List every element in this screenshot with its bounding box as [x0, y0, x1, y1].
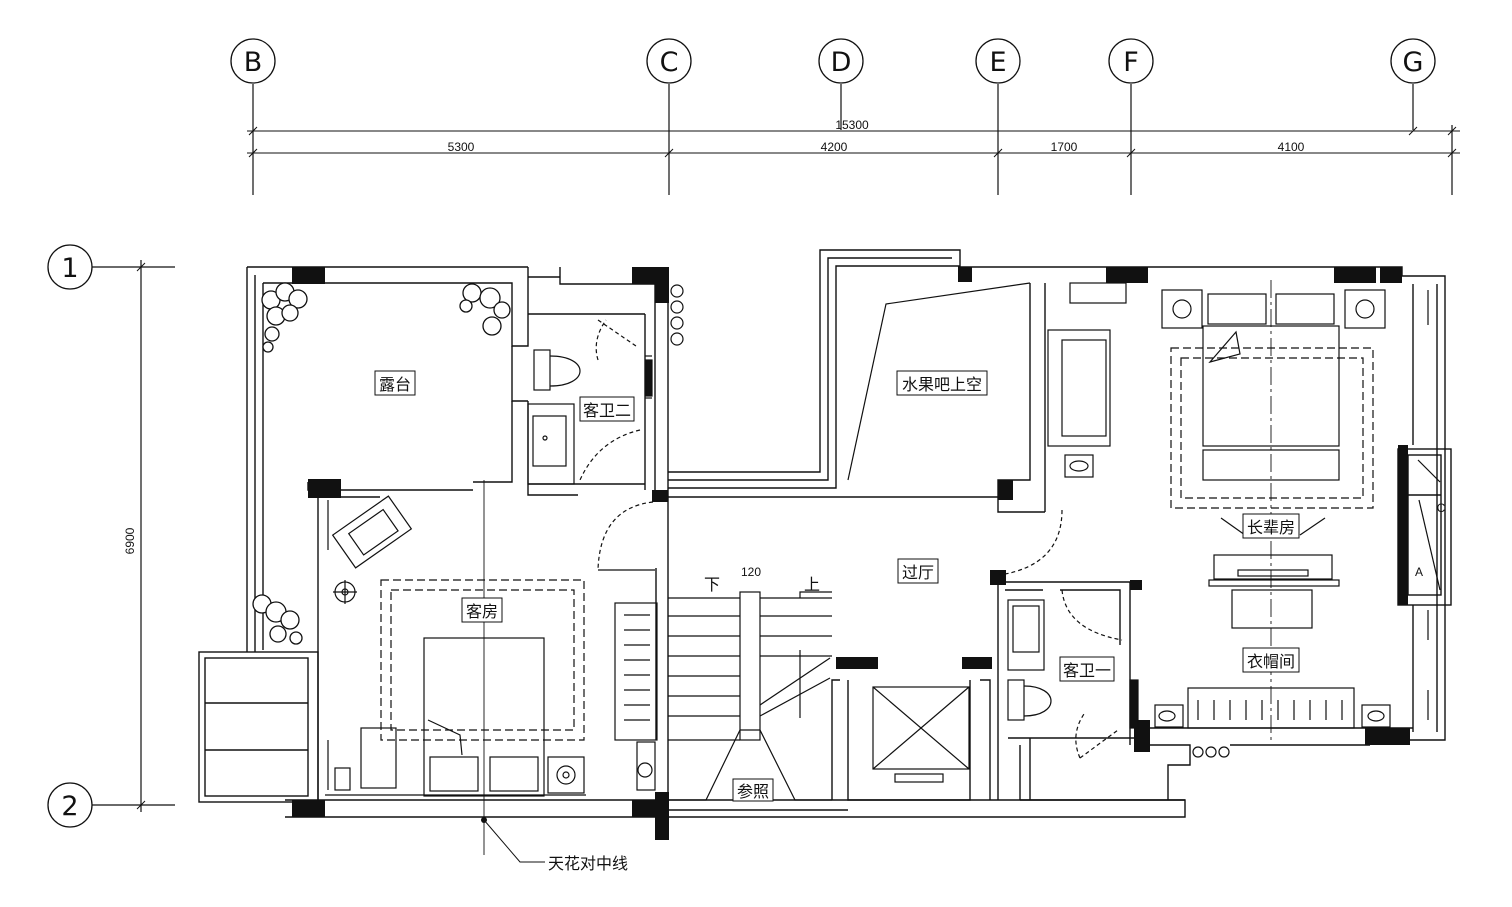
- wardrobe-mark-a: A: [1415, 565, 1423, 579]
- room-elder: 长辈房: [1242, 513, 1300, 539]
- stair-down-label: 下: [704, 575, 720, 594]
- dim-segment-3: 1700: [1051, 140, 1078, 154]
- svg-text:B: B: [244, 47, 263, 78]
- dim-segment-1: 5300: [448, 140, 475, 154]
- svg-text:衣帽间: 衣帽间: [1247, 652, 1295, 671]
- svg-text:1: 1: [61, 253, 78, 284]
- svg-text:过厅: 过厅: [902, 563, 934, 582]
- ceiling-note: 天花对中线: [548, 854, 628, 873]
- axis-bubble-b: B: [230, 38, 276, 84]
- svg-text:水果吧上空: 水果吧上空: [902, 375, 982, 394]
- svg-text:D: D: [831, 47, 852, 78]
- structural-columns: [292, 267, 1410, 840]
- ceiling-axis-marker: [481, 817, 487, 823]
- dim-vertical: 6900: [123, 527, 137, 554]
- column-axes: [252, 84, 1453, 195]
- wardrobe-hatching: [327, 290, 1429, 790]
- wardrobe-mark-c: C: [1437, 501, 1446, 515]
- room-reference: 参照: [732, 778, 774, 802]
- room-guest: 客房: [461, 597, 503, 623]
- dim-segment-4: 4100: [1278, 140, 1305, 154]
- svg-text:F: F: [1123, 47, 1139, 78]
- svg-text:长辈房: 长辈房: [1247, 518, 1295, 537]
- svg-text:C: C: [660, 47, 679, 78]
- svg-text:客房: 客房: [466, 602, 498, 621]
- room-fruit-bar-void: 水果吧上空: [896, 370, 988, 396]
- svg-text:G: G: [1403, 47, 1424, 78]
- axis-bubble-e: E: [975, 38, 1021, 84]
- svg-text:E: E: [989, 47, 1006, 78]
- dim-segment-2: 4200: [821, 140, 848, 154]
- row-axes: [92, 260, 175, 812]
- stair-up-label: 上: [804, 575, 820, 594]
- fixtures: [325, 280, 1441, 863]
- axis-bubble-g: G: [1390, 38, 1436, 84]
- room-guest-bath-2: 客卫二: [579, 396, 635, 422]
- room-cloakroom: 衣帽间: [1242, 647, 1300, 673]
- axis-bubble-c: C: [646, 38, 692, 84]
- axis-bubble-f: F: [1108, 38, 1154, 84]
- stair-gap-label: 120: [741, 565, 761, 579]
- room-hall: 过厅: [897, 558, 939, 584]
- svg-text:参照: 参照: [737, 782, 769, 801]
- dim-overall: 15300: [835, 118, 869, 132]
- svg-text:客卫一: 客卫一: [1063, 661, 1111, 680]
- plant-icons: [252, 282, 511, 645]
- axis-bubble-2: 2: [47, 782, 93, 828]
- room-guest-bath-1: 客卫一: [1059, 656, 1115, 682]
- svg-text:客卫二: 客卫二: [583, 401, 631, 420]
- axis-bubble-1: 1: [47, 244, 93, 290]
- svg-text:露台: 露台: [379, 375, 411, 394]
- room-terrace: 露台: [374, 370, 416, 396]
- dimension-lines: [136, 126, 1460, 810]
- axis-bubble-d: D: [818, 38, 864, 84]
- svg-text:2: 2: [61, 791, 78, 822]
